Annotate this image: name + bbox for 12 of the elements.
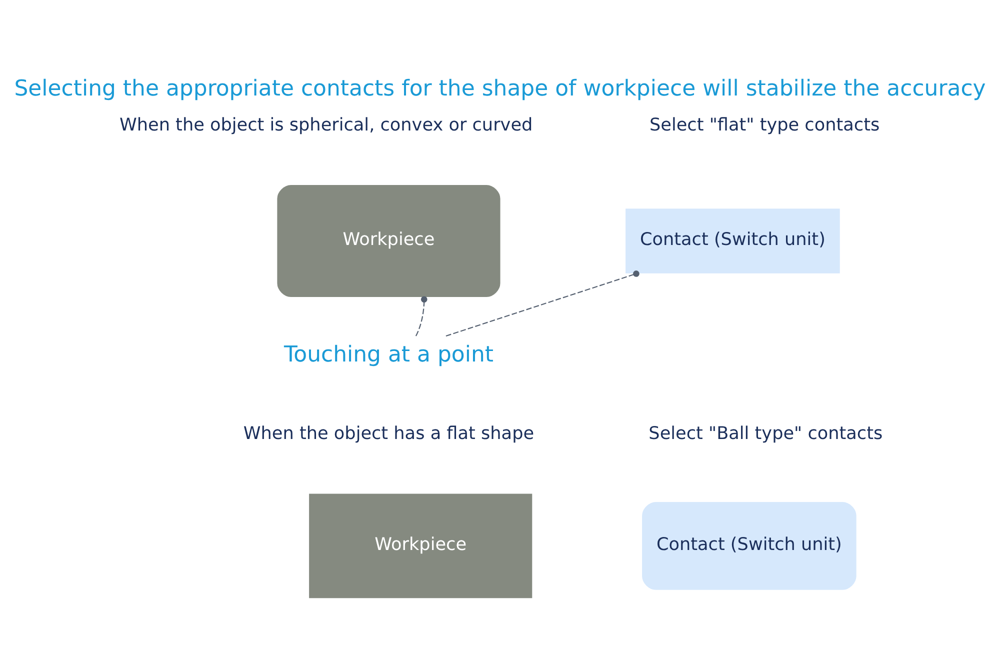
label: When the object is spherical, convex or curved: [119, 114, 533, 135]
connector: [446, 270, 640, 336]
node-box: Contact (Switch unit): [642, 502, 856, 590]
label: When the object has a flat shape: [243, 424, 534, 444]
label: Select "flat" type contacts: [650, 114, 880, 135]
node-box: Contact (Switch unit): [626, 208, 840, 273]
label: Select "Ball type" contacts: [648, 424, 883, 444]
node-box: Workpiece: [309, 493, 532, 598]
diagram-title: Selecting the appropriate contacts for the shape of workpiece will stabilize the accuracy: [14, 76, 986, 101]
node-text: Touching at a point: [284, 342, 494, 367]
node-box: Workpiece: [277, 184, 500, 297]
connector: [415, 296, 428, 336]
